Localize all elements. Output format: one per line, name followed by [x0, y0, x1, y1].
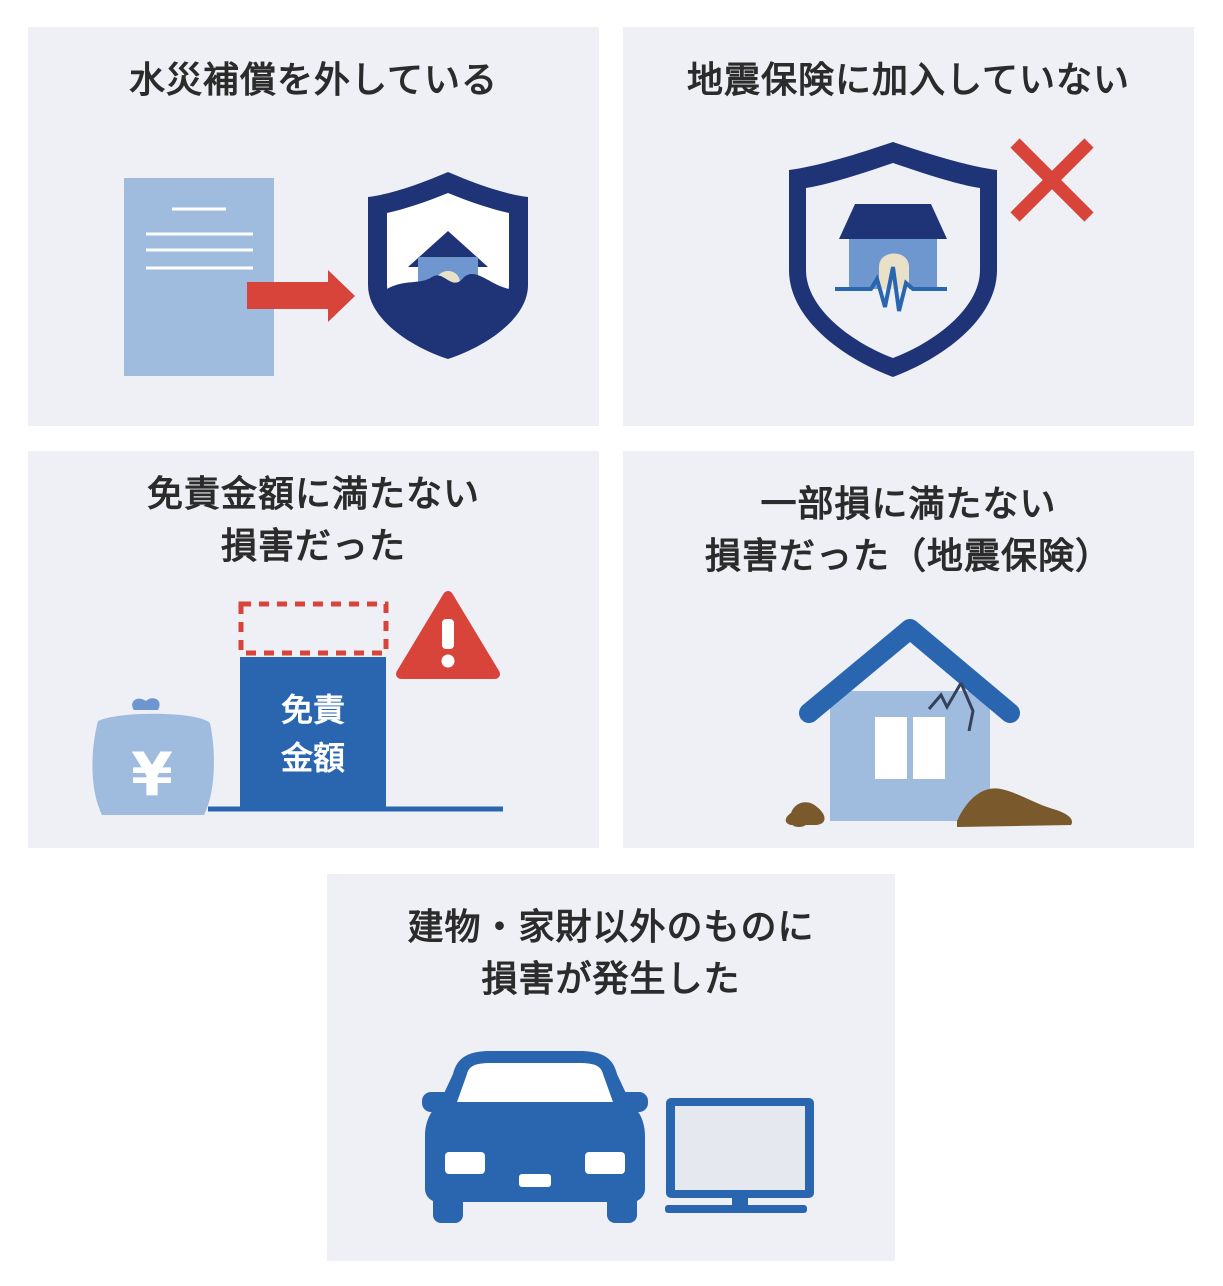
card-below-partial-loss: 一部損に満たない 損害だった（地震保険） [623, 451, 1194, 848]
warning-icon [396, 591, 500, 679]
yen-purse-icon: ¥ [92, 698, 214, 815]
arrow-right-icon [247, 270, 355, 322]
card-title: 免責金額に満たない 損害だった [146, 474, 480, 567]
deductible-bar-icon: 免責 金額 [208, 601, 503, 812]
card-title: 一部損に満たない 損害だった（地震保険） [704, 484, 1112, 577]
card-illustration [422, 1051, 814, 1223]
card-no-earthquake-insurance: 地震保険に加入していない [623, 27, 1194, 426]
card-title: 地震保険に加入していない [687, 60, 1130, 101]
card-illustration: ¥ 免責 金額 [92, 591, 503, 815]
card-title: 建物・家財以外のものに 損害が発生した [407, 907, 815, 1000]
svg-text:金額: 金額 [280, 739, 345, 777]
card-below-deductible: 免責金額に満たない 損害だった ¥ 免責 金額 [28, 451, 599, 848]
card-no-flood-coverage: 水災補償を外している [28, 27, 599, 426]
document-icon [124, 178, 274, 376]
cracked-house-icon [785, 619, 1073, 827]
card-illustration [124, 172, 528, 376]
card-illustration [789, 138, 1094, 377]
cross-mark-icon [1010, 138, 1094, 222]
card-title: 水災補償を外している [129, 60, 498, 101]
monitor-icon [665, 1098, 814, 1213]
card-illustration [785, 619, 1073, 827]
card-non-building-damage: 建物・家財以外のものに 損害が発生した [327, 874, 895, 1261]
svg-text:¥: ¥ [131, 740, 173, 810]
svg-text:免責: 免責 [281, 691, 345, 729]
shield-house-earthquake-icon [789, 142, 997, 377]
shield-house-flood-icon [368, 172, 528, 359]
car-icon [422, 1051, 648, 1223]
